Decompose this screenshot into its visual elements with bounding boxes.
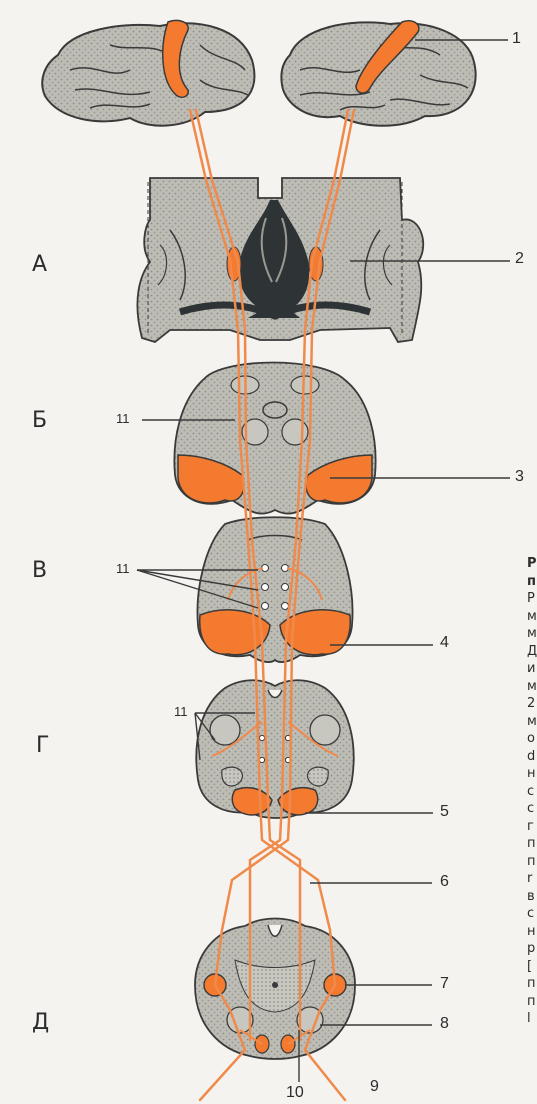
section-v-pons bbox=[197, 517, 352, 662]
row-letter-b: Б bbox=[32, 408, 47, 433]
section-a-forebrain bbox=[137, 178, 423, 342]
callout-10: 10 bbox=[286, 1084, 304, 1102]
row-letter-d: Д bbox=[32, 1010, 49, 1035]
callout-3: 3 bbox=[515, 468, 524, 486]
caption-line-fragment: р bbox=[527, 940, 537, 958]
section-g-medulla bbox=[196, 680, 353, 818]
caption-line-fragment: d bbox=[527, 748, 537, 766]
caption-line-fragment: Д bbox=[527, 643, 537, 661]
row-letter-g: Г bbox=[36, 733, 49, 758]
caption-line-fragment: п bbox=[527, 835, 537, 853]
callout-2: 2 bbox=[515, 250, 524, 268]
caption-line-fragment: [ bbox=[527, 958, 537, 976]
callout-6: 6 bbox=[440, 873, 449, 891]
caption-line-fragment: г bbox=[527, 818, 537, 836]
callout-11-pons: 11 bbox=[116, 561, 130, 576]
row-letter-a: А bbox=[32, 252, 47, 277]
caption-line-fragment: 2 bbox=[527, 695, 537, 713]
caption-line-fragment: м bbox=[527, 678, 537, 696]
left-hemisphere bbox=[42, 20, 254, 125]
caption-line-fragment: п bbox=[527, 975, 537, 993]
caption-line-fragment: н bbox=[527, 923, 537, 941]
caption-line-fragment: н bbox=[527, 765, 537, 783]
caption-line-fragment: с bbox=[527, 905, 537, 923]
caption-line-fragment: м bbox=[527, 713, 537, 731]
callout-5: 5 bbox=[440, 803, 449, 821]
caption-line-fragment: с bbox=[527, 783, 537, 801]
caption-line-fragment: r bbox=[527, 870, 537, 888]
callout-4: 4 bbox=[440, 634, 449, 652]
right-hemisphere bbox=[281, 21, 475, 126]
caption-line-fragment: Р bbox=[527, 555, 537, 573]
callout-1: 1 bbox=[512, 30, 521, 48]
caption-line-fragment: п bbox=[527, 573, 537, 591]
caption-line-fragment: Р bbox=[527, 590, 537, 608]
caption-line-fragment: м bbox=[527, 608, 537, 626]
row-letter-v: В bbox=[32, 558, 47, 583]
caption-line-fragment: о bbox=[527, 730, 537, 748]
callout-7: 7 bbox=[440, 975, 449, 993]
callout-9: 9 bbox=[370, 1078, 379, 1096]
caption-line-fragment: п bbox=[527, 993, 537, 1011]
caption-line-fragment: п bbox=[527, 853, 537, 871]
caption-line-fragment: и bbox=[527, 660, 537, 678]
caption-line-fragment: в bbox=[527, 888, 537, 906]
caption-line-fragment: l bbox=[527, 1010, 537, 1028]
caption-line-fragment: м bbox=[527, 625, 537, 643]
caption-line-fragment: с bbox=[527, 800, 537, 818]
callout-11-medulla: 11 bbox=[174, 704, 188, 719]
callout-8: 8 bbox=[440, 1015, 449, 1033]
section-b-midbrain bbox=[174, 363, 375, 514]
callout-11-midbrain: 11 bbox=[116, 411, 130, 426]
